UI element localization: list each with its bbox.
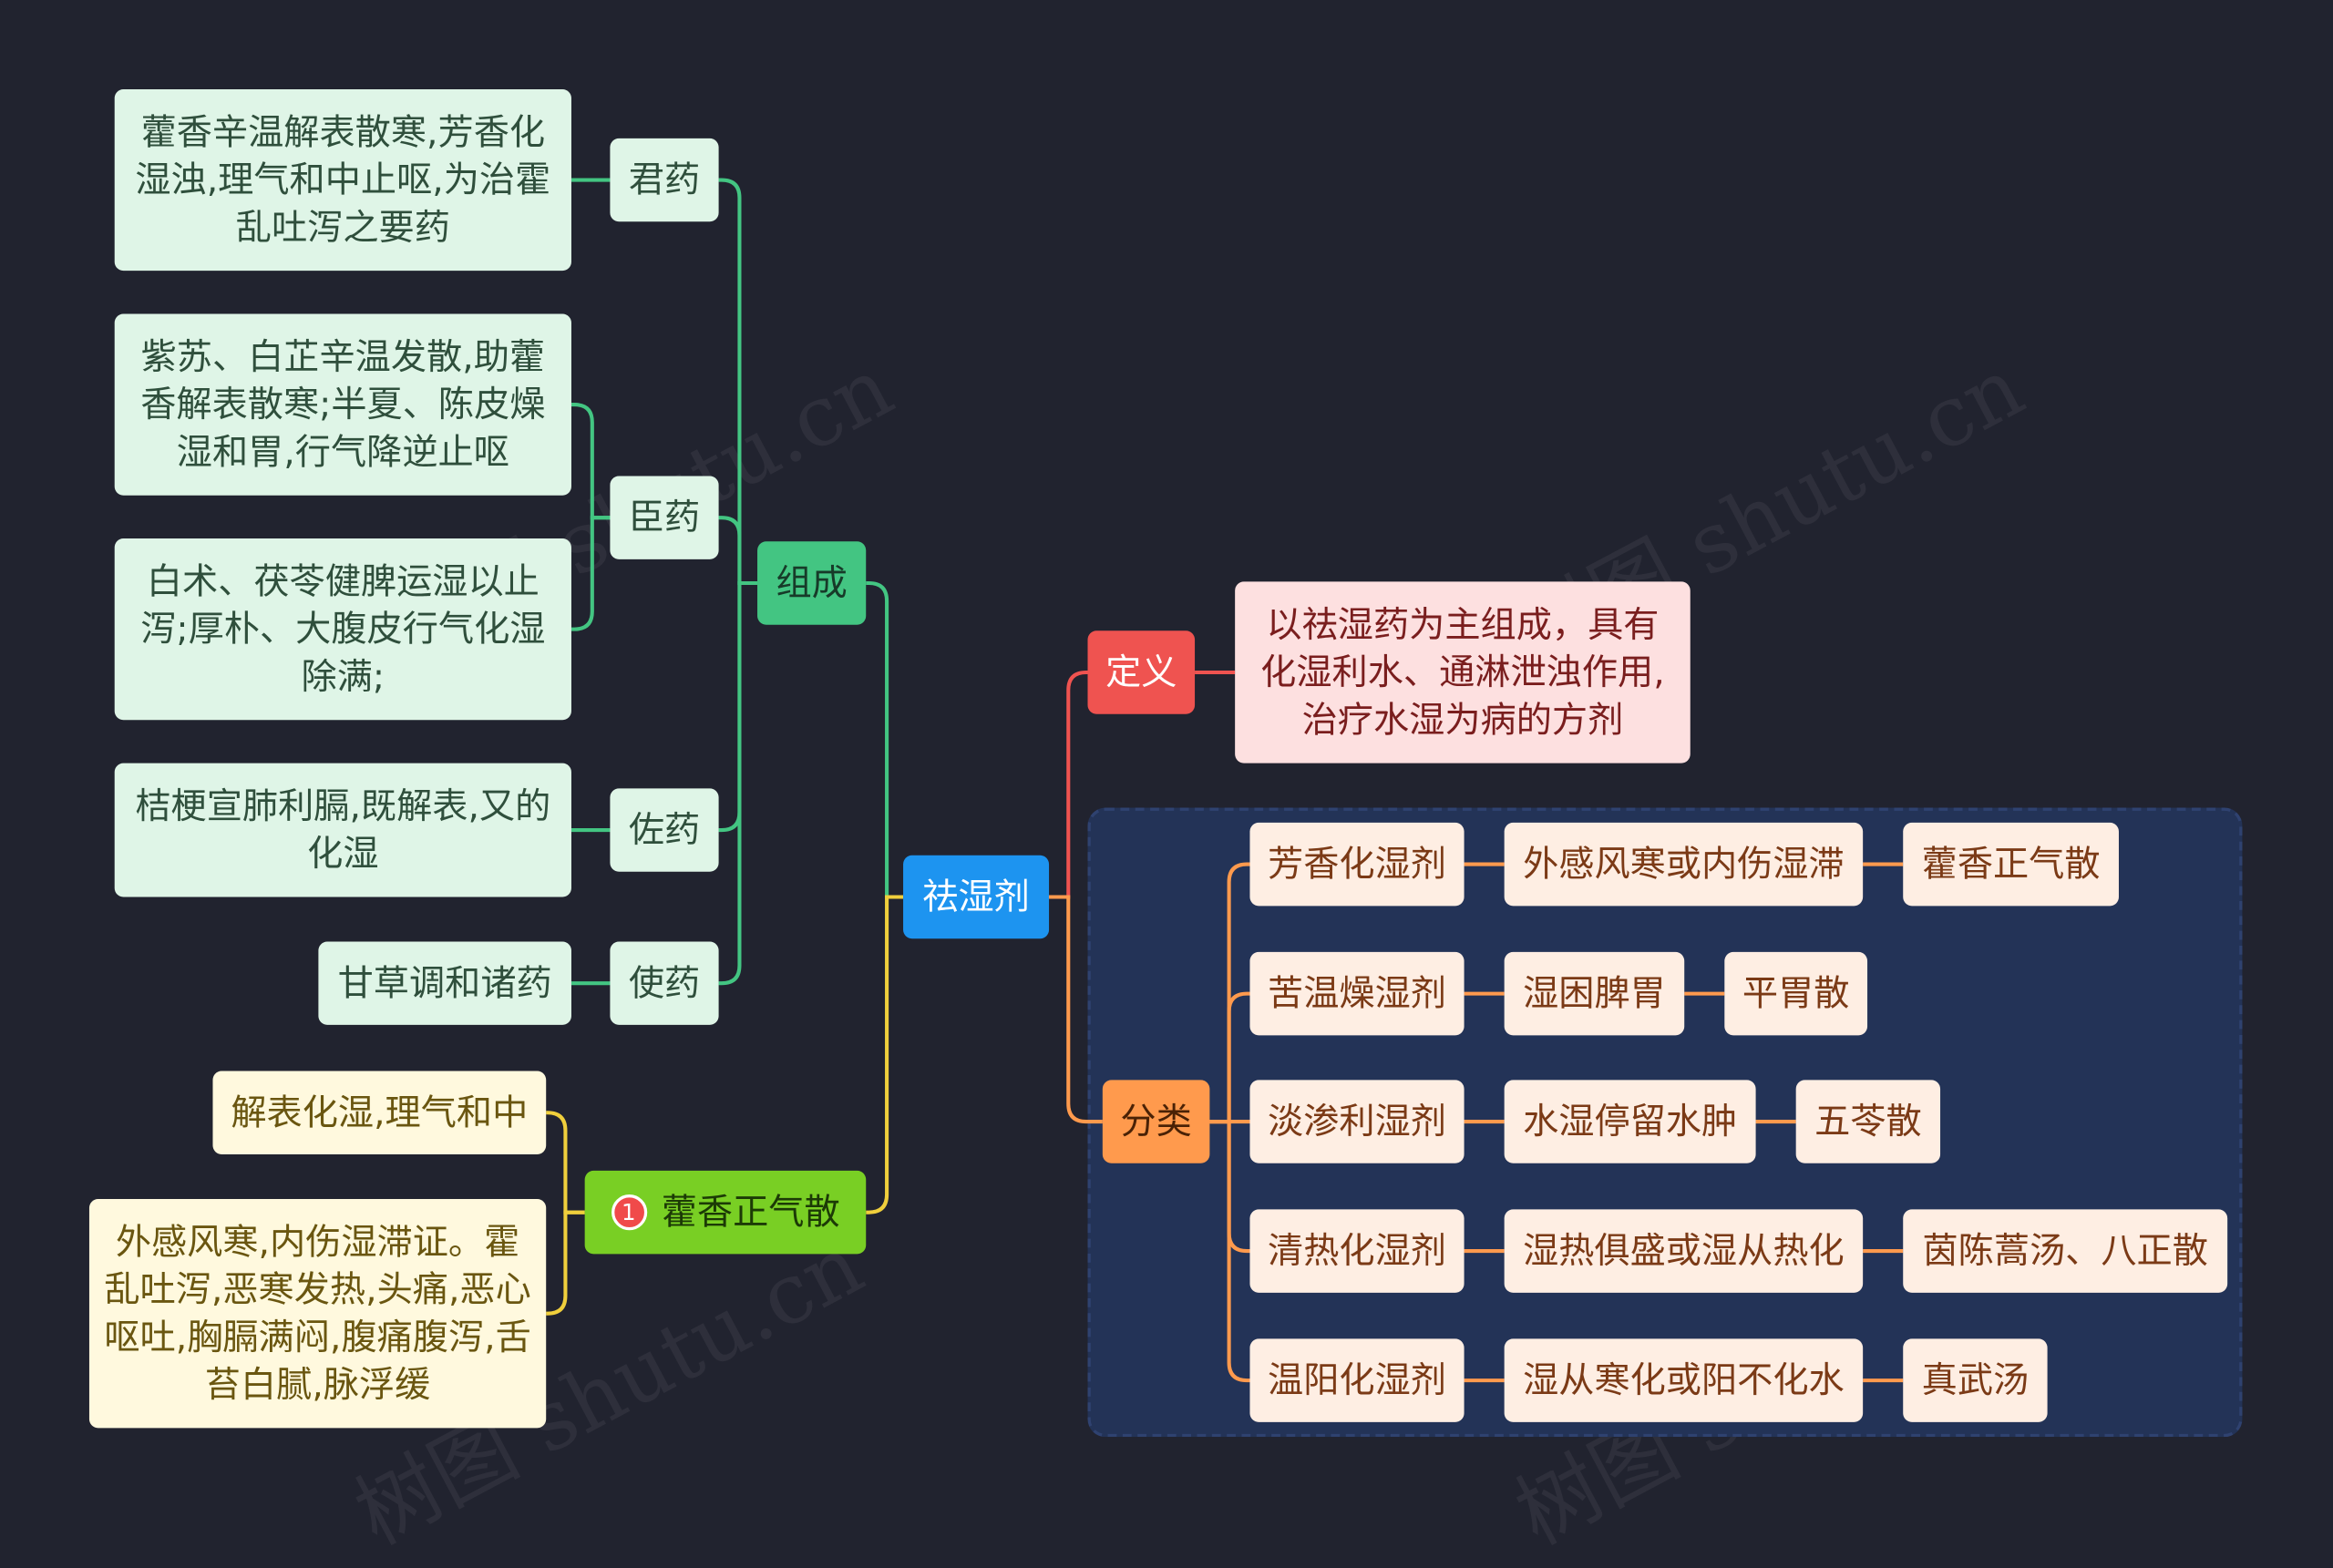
branch-composition[interactable]: 组成 <box>757 541 867 625</box>
mindmap-canvas: 树图 shutu.cn 树图 shutu.cn 树图 shutu.cn 树图 s… <box>88 88 2243 1564</box>
branch-classification[interactable]: 分类 <box>1102 1080 1210 1163</box>
node-shiyao[interactable]: 使药 <box>610 941 719 1025</box>
connector-fenlei-type5 <box>1209 1120 1250 1383</box>
connector-root-dingyi <box>1049 670 1088 899</box>
class-condition[interactable]: 湿热俱盛或湿从热化 <box>1504 1209 1864 1293</box>
class-type[interactable]: 清热化湿剂 <box>1249 1209 1465 1293</box>
node-shiyao-desc[interactable]: 甘草调和诸药 <box>318 941 571 1025</box>
connector-fangji-leaf2 <box>546 1210 585 1316</box>
class-formula[interactable]: 藿香正气散 <box>1903 822 2119 907</box>
branch-huoxiang-label: 藿香正气散 <box>661 1191 840 1234</box>
node-chenyao[interactable]: 臣药 <box>610 476 719 559</box>
connector-zucheng-chenyao <box>718 516 758 586</box>
class-condition[interactable]: 湿从寒化或阳不化水 <box>1504 1338 1864 1422</box>
class-condition[interactable]: 水湿停留水肿 <box>1504 1080 1756 1163</box>
node-chenyao-desc1[interactable]: 紫苏、白芷辛温发散,助藿香解表散寒;半夏、陈皮燥湿和胃,行气降逆止呕 <box>114 313 571 496</box>
branch-definition[interactable]: 定义 <box>1087 630 1196 714</box>
priority-badge-icon: 1 <box>611 1194 647 1231</box>
class-type[interactable]: 芳香化湿剂 <box>1249 822 1465 907</box>
class-formula[interactable]: 茵陈蒿汤、八正散 <box>1903 1209 2228 1293</box>
root-node[interactable]: 祛湿剂 <box>903 855 1050 939</box>
class-type[interactable]: 淡渗利湿剂 <box>1249 1080 1465 1163</box>
class-type[interactable]: 温阳化湿剂 <box>1249 1338 1465 1422</box>
class-condition[interactable]: 湿困脾胃 <box>1504 951 1685 1036</box>
node-formula-effect[interactable]: 解表化湿,理气和中 <box>212 1071 547 1154</box>
connector-zucheng-shiyao <box>718 580 758 986</box>
node-junyao[interactable]: 君药 <box>610 138 719 222</box>
connector-root-fenlei <box>1049 895 1103 1124</box>
branch-huoxiang-formula[interactable]: 1 藿香正气散 <box>584 1170 867 1255</box>
connector-root-fangji <box>866 895 904 1214</box>
connector-fangji-leaf1 <box>546 1111 585 1214</box>
node-definition-desc[interactable]: 以祛湿药为主组成，具有化湿利水、通淋泄浊作用,治疗水湿为病的方剂 <box>1235 581 1691 764</box>
node-zuoyao[interactable]: 佐药 <box>610 788 719 872</box>
class-formula[interactable]: 平胃散 <box>1724 951 1868 1036</box>
class-formula[interactable]: 真武汤 <box>1903 1338 2048 1422</box>
node-zuoyao-desc[interactable]: 桔梗宣肺利膈,既解表,又的化湿 <box>114 763 571 897</box>
connector-root-zucheng <box>866 580 904 899</box>
node-chenyao-desc2[interactable]: 白术、茯苓健脾运湿以止泻;厚朴、大腹皮行气化湿除满; <box>114 538 571 721</box>
class-condition[interactable]: 外感风寒或内伤湿滞 <box>1504 822 1864 907</box>
connector-lines <box>546 178 1904 1383</box>
connector-fenlei-type2 <box>1209 991 1250 1124</box>
connector-zucheng-junyao <box>718 178 758 586</box>
node-formula-indication[interactable]: 外感风寒,内伤湿滞证。霍乱吐泻,恶寒发热,头痛,恶心呕吐,胸膈满闷,腹痛腹泻,舌… <box>88 1198 547 1429</box>
node-junyao-desc[interactable]: 藿香辛温解表散寒,芳香化湿浊,理气和中止呕,为治霍乱吐泻之要药 <box>114 88 571 272</box>
connector-chenyao-desc1 <box>570 403 611 520</box>
class-type[interactable]: 苦温燥湿剂 <box>1249 951 1465 1036</box>
connector-chenyao-desc2 <box>570 516 611 631</box>
class-formula[interactable]: 五苓散 <box>1795 1080 1941 1163</box>
connector-fenlei-type1 <box>1209 862 1250 1124</box>
